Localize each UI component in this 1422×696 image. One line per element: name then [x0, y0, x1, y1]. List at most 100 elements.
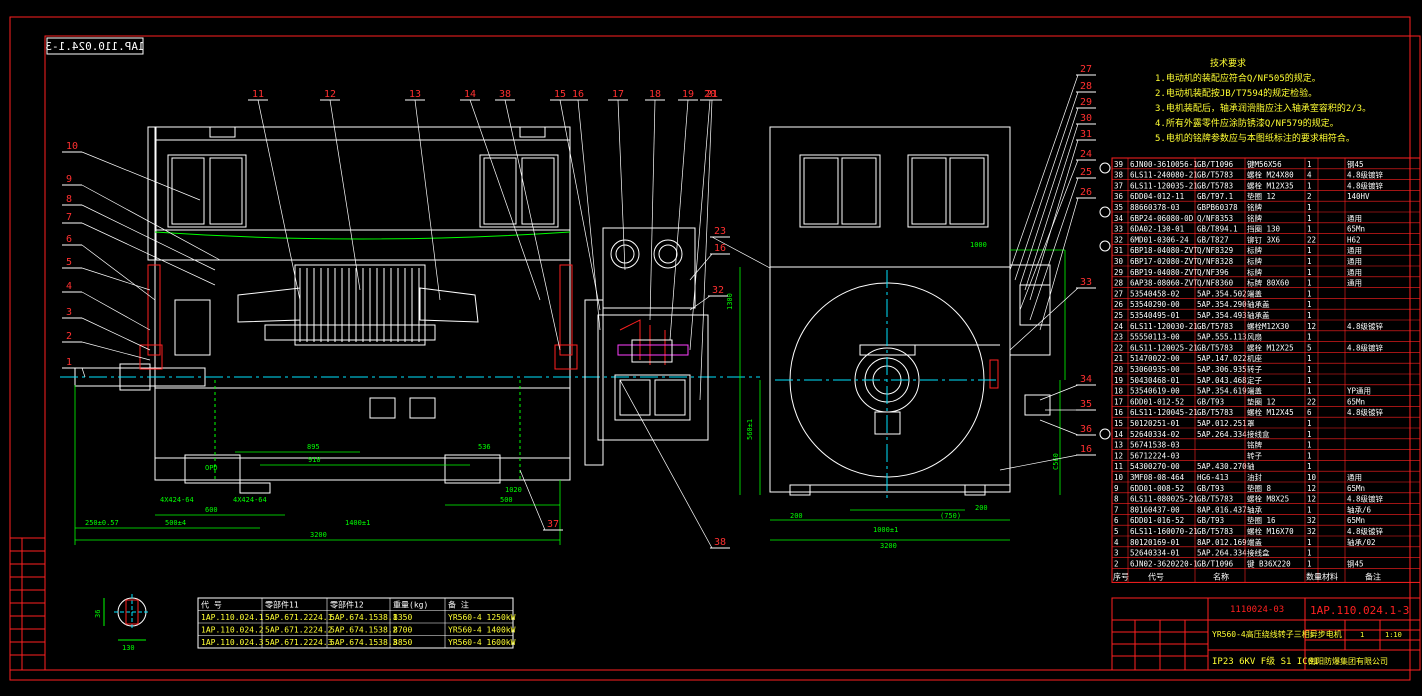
callout-label: 16	[572, 89, 584, 100]
side-dim-560: 560±1	[746, 419, 754, 440]
callout-right-36: 36	[1039, 419, 1096, 436]
bom-cell: 轴承盖	[1247, 310, 1270, 320]
callout-label: 34	[1080, 374, 1092, 385]
callout-top-16: 16	[568, 89, 601, 331]
callout-label: 2	[66, 331, 72, 342]
bom-cell: Q/NF8360	[1197, 279, 1234, 288]
bom-cell: GB/T894.1	[1197, 225, 1238, 234]
callout-top-11: 11	[248, 89, 301, 301]
bom-cell: 8AP.012.169	[1197, 538, 1247, 547]
callout-label: 21	[706, 89, 718, 100]
bom-cell: 25	[1114, 311, 1123, 320]
bom-cell: 1	[1307, 376, 1312, 385]
bom-cell: 6LS11-240080-21	[1130, 171, 1198, 180]
callout-label: 14	[464, 89, 476, 100]
callout-left-10: 10	[62, 141, 201, 201]
bom-cell: 53540619-00	[1130, 387, 1180, 396]
bom-cell: 4.8级镀锌	[1347, 342, 1384, 352]
callout-label: 20	[704, 89, 716, 100]
bom-cell: 52640334-01	[1130, 549, 1180, 558]
callout-top-19: 19	[669, 89, 698, 341]
bom-cell: 35	[1114, 203, 1123, 212]
bom-cell: 14	[1114, 430, 1124, 439]
bom-cell: 1	[1307, 462, 1312, 471]
title-company: 南阳防爆集团有限公司	[1308, 656, 1388, 666]
bom-cell: 50430468-01	[1130, 376, 1180, 385]
bom-cell: 10	[1307, 473, 1317, 482]
callout-label: 29	[1080, 97, 1092, 108]
bom-cell: 5AP.012.251	[1197, 419, 1247, 428]
top-cover	[154, 126, 571, 261]
callout-label: 17	[612, 89, 624, 100]
title-spec-line: IP23 6KV F级 S1 IC01	[1212, 655, 1319, 667]
bom-cell: 螺栓 M12X25	[1247, 342, 1294, 352]
bom-cell: 转子	[1247, 364, 1263, 374]
bom-cell: 端盖	[1247, 288, 1263, 298]
callout-label: 23	[714, 226, 726, 237]
bom-cell: 1	[1307, 181, 1312, 190]
front-dim-text: 3200 250±0.57 500±4 1400±1 600 895 910 5…	[85, 443, 522, 539]
bom-cell: 5AP.264.334	[1197, 549, 1247, 558]
shaft-dim-d2: 36	[94, 610, 102, 618]
callout-label: 15	[554, 89, 566, 100]
bom-cell: 轴	[1247, 461, 1255, 471]
bom-cell: 1	[1307, 538, 1312, 547]
callout-label: 5	[66, 257, 72, 268]
bom-cell: 6JN00-3610056-1	[1130, 160, 1198, 169]
bom-cell: 6DD01-016-52	[1130, 516, 1184, 525]
callout-top-13: 13	[405, 89, 441, 301]
bom-cell: 50120251-01	[1130, 419, 1180, 428]
callout-label: 19	[682, 89, 694, 100]
bom-cell: 标牌 80X60	[1247, 278, 1290, 288]
bom-cell: 6DD01-008-52	[1130, 484, 1184, 493]
left-revision-table	[9, 537, 46, 671]
bom-cell: 53060935-00	[1130, 365, 1180, 374]
bom-cell: 1	[1307, 430, 1312, 439]
variants-cell: 5AP.671.2224.3	[265, 638, 333, 647]
bom-cell: 1	[1307, 419, 1312, 428]
louver-left	[167, 154, 247, 228]
bom-cell: 1	[1307, 549, 1312, 558]
bom-cell: 垫圈 12	[1247, 396, 1276, 406]
bom-cell: 36	[1114, 192, 1124, 201]
bom-cell: 垫圈 8	[1247, 483, 1272, 493]
callout-label: 6	[66, 234, 72, 245]
title-block-text: 1110024-03 1AP.110.024.1-3 YR560-4高压绕线转子…	[1212, 604, 1409, 667]
bom-cell: 4	[1114, 538, 1119, 547]
bom-cell: GB/T5783	[1197, 343, 1233, 352]
bom-cell: 26	[1114, 300, 1124, 309]
bom-cell: 钢45	[1347, 558, 1364, 568]
callout-right-26: 26	[1039, 187, 1096, 331]
bom-cell: 标牌	[1247, 256, 1263, 266]
bom-cell: 6LS11-120030-21	[1130, 322, 1198, 331]
dim-500: 500±4	[165, 519, 186, 527]
tech-title: 技术要求	[1210, 57, 1246, 69]
bom-cell: GB/T1096	[1197, 559, 1234, 568]
bom-cell: 12	[1114, 451, 1123, 460]
callout-label: 28	[1080, 81, 1092, 92]
callout-left-3: 3	[62, 307, 151, 351]
bom-cell: 6DD01-012-52	[1130, 397, 1184, 406]
bom-cell: 24	[1114, 322, 1124, 331]
bom-cell: 54300270-00	[1130, 462, 1180, 471]
front-dimensions	[74, 385, 561, 545]
bom-cell: 8AP.016.437	[1197, 505, 1247, 514]
dim-600: 600	[205, 506, 218, 514]
callout-label: 31	[1080, 129, 1092, 140]
bom-cell: GB/T5783	[1197, 171, 1233, 180]
bom-cell: 6BP24-06080-0D	[1130, 214, 1194, 223]
callout-label: 38	[714, 537, 726, 548]
callout-top-38: 38	[495, 89, 561, 351]
bom-cell: GB/T5783	[1197, 495, 1233, 504]
